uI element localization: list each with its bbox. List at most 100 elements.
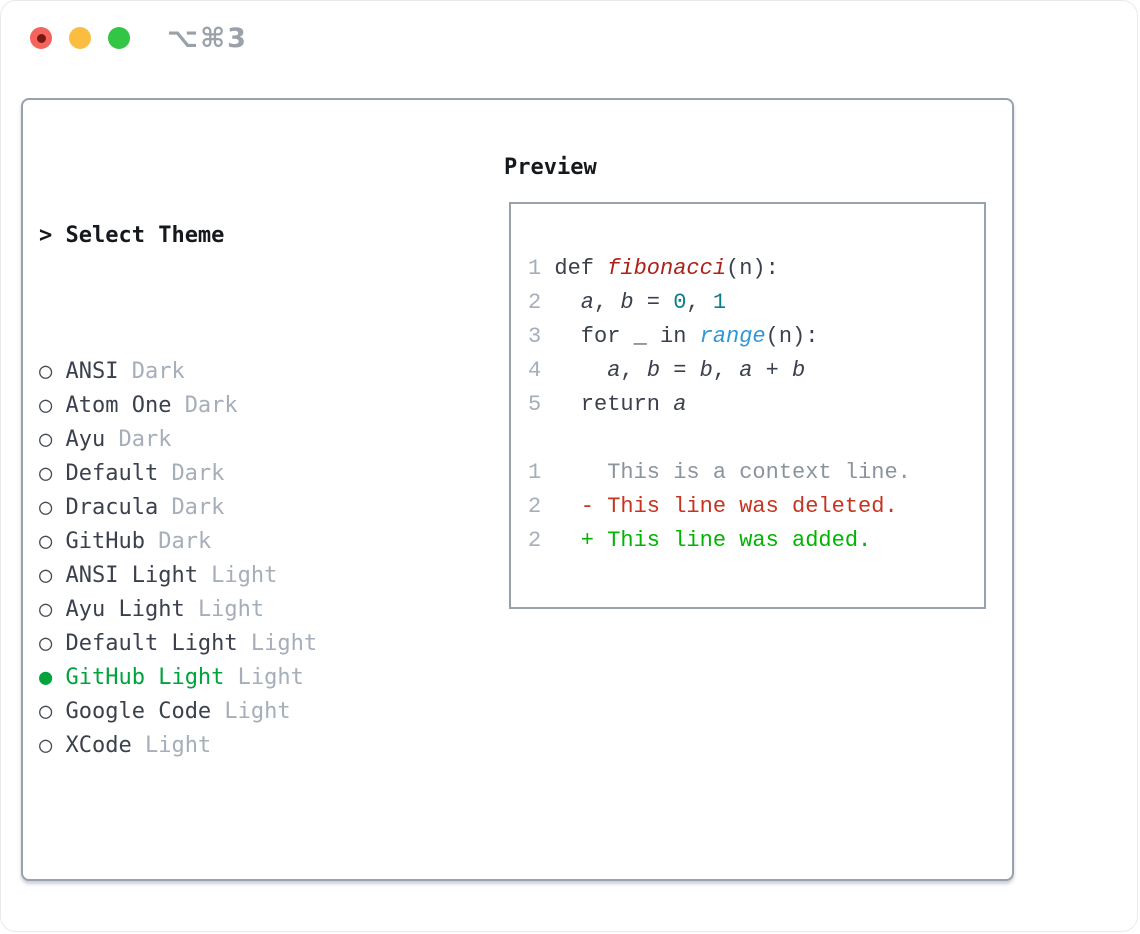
radio-icon: ○ [39, 359, 53, 384]
theme-item-label: Default [65, 461, 159, 486]
theme-item-variant: Light [197, 597, 265, 622]
radio-icon: ○ [39, 699, 53, 724]
line-number: 4 [528, 358, 542, 383]
code-line: 2 + This line was added. [528, 524, 984, 558]
line-number: 3 [528, 324, 542, 349]
code-token-builtin: range [699, 324, 766, 349]
theme-item-dracula-dark[interactable]: ○ Dracula Dark [39, 491, 436, 525]
code-token-var: b [646, 358, 661, 383]
theme-item-variant: Light [237, 665, 304, 690]
code-token-plain: (n): [765, 324, 819, 349]
code-line [528, 218, 984, 252]
close-dot-icon [36, 33, 46, 43]
theme-item-label: Dracula [65, 495, 159, 520]
radio-icon: ○ [39, 461, 53, 486]
theme-item-default-dark[interactable]: ○ Default Dark [39, 457, 436, 491]
theme-item-label: ANSI Light [65, 563, 198, 588]
theme-item-ansi-light-light[interactable]: ○ ANSI Light Light [39, 559, 436, 593]
theme-item-variant: Light [144, 733, 212, 758]
line-number: 1 [528, 460, 542, 485]
code-token-plain [554, 290, 580, 315]
theme-item-label: Ayu [65, 427, 106, 452]
code-token-plain: (n): [726, 256, 779, 281]
prompt-caret-icon: > [39, 223, 53, 248]
code-line: 1 This is a context line. [528, 456, 984, 490]
select-theme-header: > Select Theme [39, 219, 436, 253]
select-theme-title: Select Theme [65, 223, 225, 248]
theme-item-variant: Dark [184, 393, 238, 418]
code-line: 2 - This line was deleted. [528, 490, 984, 524]
code-token-num: 0 [673, 290, 687, 315]
close-button[interactable] [30, 27, 52, 49]
code-token-func: fibonacci [607, 256, 727, 281]
code-token-plain: , [686, 290, 713, 315]
code-line: 3 for _ in range(n): [528, 320, 984, 354]
line-number: 2 [528, 290, 542, 315]
code-token-plain [554, 358, 607, 383]
code-token-plain: + [752, 358, 793, 383]
code-token-var: a [739, 358, 753, 383]
window-shortcut-label: ⌥⌘3 [167, 23, 248, 54]
code-token-var: b [792, 358, 806, 383]
theme-item-variant: Dark [171, 461, 225, 486]
code-line [528, 422, 984, 456]
code-token-num: 1 [712, 290, 727, 315]
radio-icon: ○ [39, 393, 53, 418]
line-number: 2 [528, 494, 542, 519]
theme-item-label: Google Code [65, 699, 212, 724]
code-line: 4 a, b = b, a + b [528, 354, 984, 388]
theme-item-variant: Dark [158, 529, 212, 554]
theme-item-variant: Dark [131, 359, 185, 384]
radio-icon: ○ [39, 631, 53, 656]
theme-item-label: Atom One [65, 393, 172, 418]
theme-item-variant: Light [250, 631, 318, 656]
line-number: 5 [528, 392, 542, 417]
theme-item-label: GitHub Light [65, 665, 225, 690]
preview-title: Preview [504, 155, 597, 180]
code-token-var: a [673, 392, 687, 417]
line-number: 1 [528, 256, 542, 281]
theme-item-variant: Light [224, 699, 291, 724]
code-token-plain: , [620, 358, 647, 383]
zoom-button[interactable] [108, 27, 130, 49]
radio-icon: ○ [39, 563, 53, 588]
theme-item-variant: Light [211, 563, 278, 588]
theme-item-atom-one-dark[interactable]: ○ Atom One Dark [39, 389, 436, 423]
radio-icon: ○ [39, 597, 53, 622]
code-token-var: a [580, 290, 594, 315]
code-token-deleted: - This line was deleted. [554, 494, 898, 519]
theme-item-label: Default Light [65, 631, 238, 656]
theme-item-google-code-light[interactable]: ○ Google Code Light [39, 695, 436, 729]
code-token-context: This is a context line. [554, 460, 911, 485]
radio-selected-icon: ● [39, 665, 53, 690]
theme-item-label: ANSI [65, 359, 119, 384]
code-token-plain: = [660, 358, 700, 383]
spacer [39, 865, 436, 899]
theme-item-variant: Dark [171, 495, 225, 520]
theme-item-default-light-light[interactable]: ○ Default Light Light [39, 627, 436, 661]
theme-item-github-light-light[interactable]: ● GitHub Light Light [39, 661, 436, 695]
line-number: 2 [528, 528, 542, 553]
theme-item-ansi-dark[interactable]: ○ ANSI Dark [39, 355, 436, 389]
theme-item-variant: Dark [118, 427, 172, 452]
code-token-plain: , [712, 358, 740, 383]
theme-item-xcode-light[interactable]: ○ XCode Light [39, 729, 436, 763]
radio-icon: ○ [39, 733, 53, 758]
code-token-var: b [620, 290, 634, 315]
code-token-var: a [607, 358, 621, 383]
code-token-var: b [699, 358, 713, 383]
radio-icon: ○ [39, 495, 53, 520]
theme-item-label: XCode [65, 733, 132, 758]
code-token-plain: return [554, 392, 674, 417]
minimize-button[interactable] [69, 27, 91, 49]
code-token-added: + This line was added. [554, 528, 872, 553]
